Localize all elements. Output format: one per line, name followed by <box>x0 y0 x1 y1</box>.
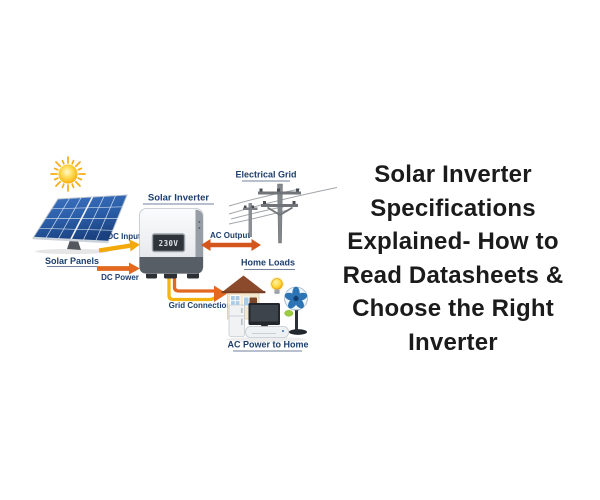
label-ac-power-to-home: AC Power to Home <box>227 340 309 352</box>
sun-icon <box>50 156 86 192</box>
solar-panel-icon <box>32 194 128 255</box>
page-title: Solar Inverter Specifications Explained-… <box>334 158 572 359</box>
title-line: Explained- How to <box>347 228 559 255</box>
label-solar-inverter: Solar Inverter <box>143 193 214 205</box>
label-electrical-grid: Electrical Grid <box>235 170 297 182</box>
ac-unit-icon <box>245 326 289 338</box>
title-line: Inverter <box>408 328 498 356</box>
grid-connection-label: Grid Connection <box>169 301 232 310</box>
title-line: Read Datasheets & <box>342 261 564 289</box>
electrical-grid-label: Electrical Grid <box>235 170 296 180</box>
tv-icon <box>248 303 280 330</box>
inverter-display <box>151 233 186 253</box>
home-loads-label: Home Loads <box>241 258 295 268</box>
appliances-shadow <box>226 336 306 343</box>
title-line: Choose the Right <box>352 295 554 322</box>
dc-power-label: DC Power <box>101 273 139 282</box>
inverter-display-value: 230V <box>159 239 179 248</box>
label-home-loads: Home Loads <box>241 258 295 271</box>
refrigerator-icon <box>228 304 245 337</box>
ac-power-to-home-label: AC Power to Home <box>227 340 308 350</box>
dc-input-arrow <box>98 239 140 253</box>
title-line: Solar Inverter <box>374 161 532 188</box>
inverter-icon: 230V <box>139 208 204 279</box>
grid-connection-wires <box>167 274 227 302</box>
ac-output-arrow <box>201 239 261 251</box>
title-line: Specifications <box>370 194 536 222</box>
power-pole-icon <box>228 183 338 244</box>
dc-input-label: DC Input <box>107 232 141 241</box>
solar-panels-label: Solar Panels <box>45 256 99 266</box>
label-solar-panels: Solar Panels <box>45 256 99 268</box>
light-bulb-icon <box>269 276 285 294</box>
solar-inverter-label: Solar Inverter <box>148 193 210 204</box>
plant-icon <box>284 310 294 317</box>
fan-icon <box>284 286 308 335</box>
ac-output-label: AC Output <box>210 231 250 240</box>
dc-power-arrow <box>97 262 140 275</box>
